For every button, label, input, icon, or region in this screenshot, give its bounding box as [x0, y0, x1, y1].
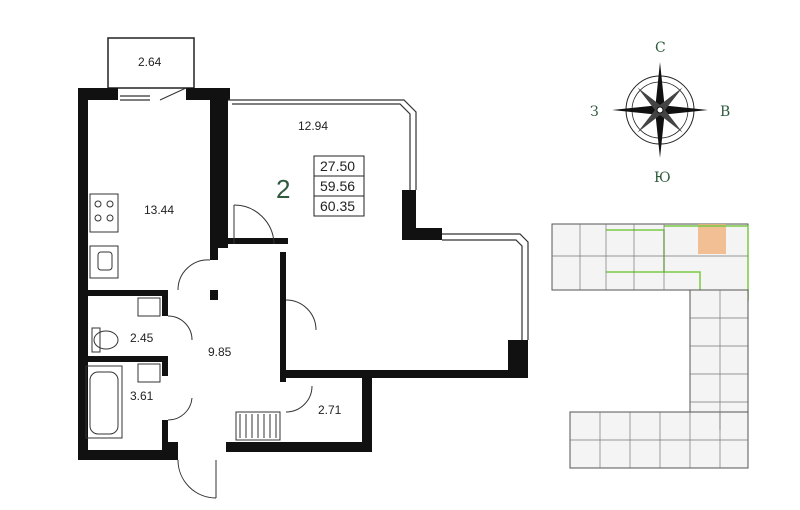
- compass-rose: С Ю З В: [590, 40, 730, 186]
- rooms-count: 2: [276, 174, 290, 204]
- compass-south-label: Ю: [654, 170, 671, 186]
- kitchen-area: 13.44: [144, 203, 174, 217]
- wc-area: 2.45: [130, 331, 154, 345]
- storage-area: 2.71: [318, 403, 342, 417]
- compass-east-label: В: [720, 104, 730, 120]
- walls: [78, 88, 528, 460]
- living-area-value: 27.50: [320, 158, 355, 174]
- total-area-value: 59.56: [320, 178, 355, 194]
- doors: [159, 87, 317, 499]
- compass-north-label: С: [655, 40, 666, 56]
- building-key-plan: [551, 223, 749, 469]
- bathroom-area: 3.61: [130, 389, 154, 403]
- floor-plan: 2.64 12.94 13.44 2.45 9.85 3.61 2.71: [78, 37, 529, 499]
- balcony-area: 2.64: [138, 55, 162, 69]
- windows: [120, 95, 529, 340]
- apartment-summary: 2 27.50 59.56 60.35: [276, 155, 365, 217]
- apartment-highlight: [698, 224, 726, 254]
- balcony-outline: [107, 37, 195, 89]
- hall-area: 9.85: [208, 345, 232, 359]
- compass-west-label: З: [590, 104, 599, 120]
- fixtures: [85, 193, 281, 441]
- total-with-balcony-value: 60.35: [320, 198, 355, 214]
- living-room-area: 12.94: [298, 119, 328, 133]
